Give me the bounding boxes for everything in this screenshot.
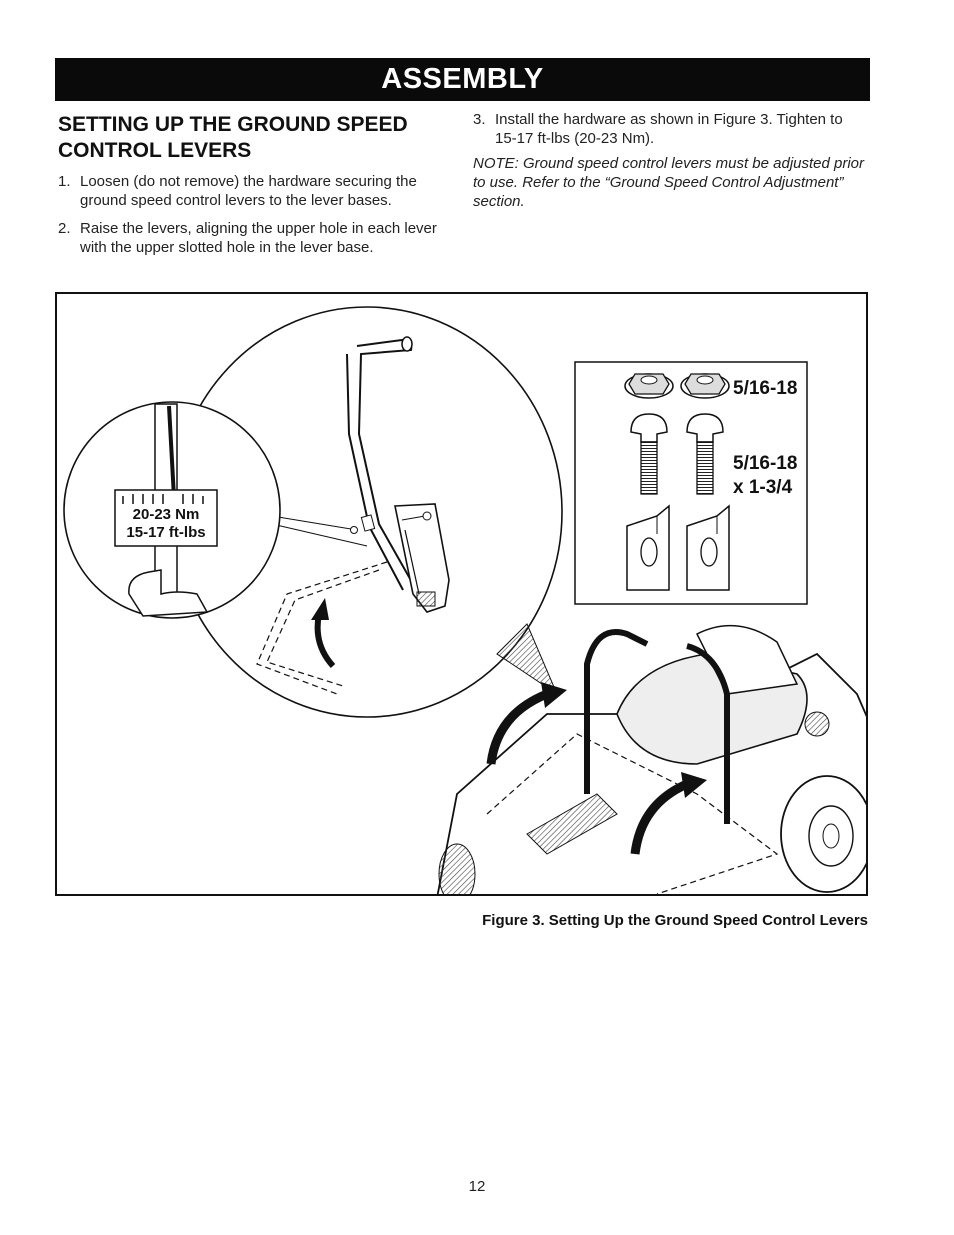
nut-size-label: 5/16-18 bbox=[733, 378, 797, 399]
page-number: 12 bbox=[468, 1178, 486, 1195]
step-text: Loosen (do not remove) the hardware secu… bbox=[80, 173, 417, 209]
step-text: Install the hardware as shown in Figure … bbox=[495, 111, 843, 147]
step-item: 2. Raise the levers, aligning the upper … bbox=[58, 219, 458, 257]
section-banner: ASSEMBLY bbox=[55, 58, 870, 101]
torque-gauge bbox=[114, 489, 218, 547]
torque-wrench-circle: 20-23 Nm 15-17 ft-lbs bbox=[63, 401, 281, 619]
step-text: Raise the levers, aligning the upper hol… bbox=[80, 220, 437, 256]
carriage-bolt-icon bbox=[630, 413, 668, 495]
lever-illustration: 20-23 Nm 15-17 ft-lbs 5/16-18 bbox=[63, 306, 866, 894]
lever-base-bracket-icon bbox=[686, 504, 730, 591]
step-number: 1. bbox=[58, 173, 71, 190]
torque-nm-label: 20-23 Nm bbox=[133, 506, 200, 523]
step-number: 2. bbox=[58, 220, 71, 237]
step-number: 3. bbox=[473, 111, 486, 128]
lever-base-bracket-icon bbox=[626, 504, 670, 591]
bolt-size-label: 5/16-18 bbox=[733, 453, 797, 474]
step-list-continued: 3. Install the hardware as shown in Figu… bbox=[473, 110, 868, 148]
banner-title: ASSEMBLY bbox=[381, 63, 544, 95]
flange-nut-icon bbox=[680, 373, 730, 399]
torque-ftlbs-label: 15-17 ft-lbs bbox=[126, 524, 205, 541]
figure-caption: Figure 3. Setting Up the Ground Speed Co… bbox=[482, 912, 868, 929]
section-heading: SETTING UP THE GROUND SPEED CONTROL LEVE… bbox=[58, 113, 408, 162]
left-column: SETTING UP THE GROUND SPEED CONTROL LEVE… bbox=[58, 112, 458, 266]
right-column: 3. Install the hardware as shown in Figu… bbox=[473, 110, 868, 211]
bolt-length-label: x 1-3/4 bbox=[733, 477, 793, 498]
flange-nut-icon bbox=[624, 373, 674, 399]
figure-3-illustration: 20-23 Nm 15-17 ft-lbs 5/16-18 bbox=[55, 292, 868, 896]
step-item: 3. Install the hardware as shown in Figu… bbox=[473, 110, 868, 148]
carriage-bolt-icon bbox=[686, 413, 724, 495]
mower-illustration bbox=[436, 623, 866, 894]
hardware-box: 5/16-18 5/16-18 x 1-3/4 bbox=[574, 361, 808, 605]
lever-detail-circle bbox=[171, 306, 563, 718]
step-item: 1. Loosen (do not remove) the hardware s… bbox=[58, 172, 458, 210]
step-list: 1. Loosen (do not remove) the hardware s… bbox=[58, 172, 458, 257]
adjustment-note: NOTE: Ground speed control levers must b… bbox=[473, 155, 865, 210]
